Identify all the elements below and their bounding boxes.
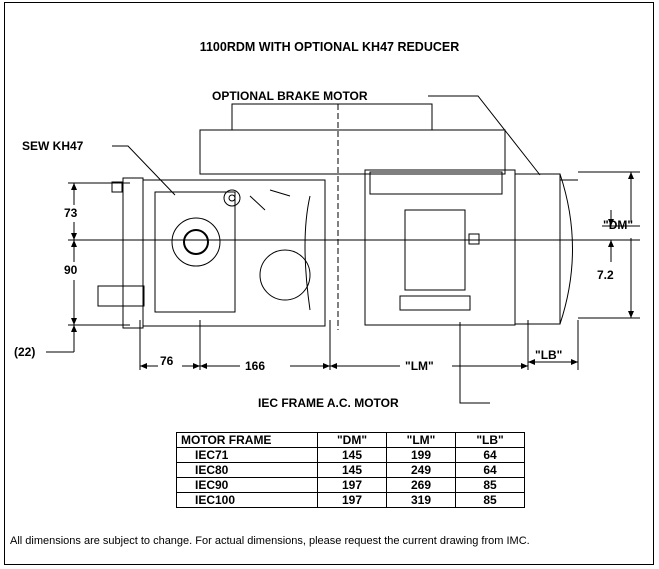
top-housing-cap xyxy=(231,103,433,131)
dim-76: 76 xyxy=(160,354,174,368)
table-cell: 145 xyxy=(317,447,387,463)
assembly-drawing xyxy=(46,95,640,404)
dim-166: 166 xyxy=(245,359,266,373)
drawing-title: 1100RDM WITH OPTIONAL KH47 REDUCER xyxy=(199,40,460,54)
table-cell: 85 xyxy=(455,477,525,493)
dim-73: 73 xyxy=(64,206,78,220)
brake-motor-body xyxy=(515,173,561,325)
dim-lb: "LB" xyxy=(535,348,563,362)
table-header: "LB" xyxy=(455,432,525,448)
table-row: IEC80 145 249 64 xyxy=(176,462,525,478)
dim-7-2: 7.2 xyxy=(597,268,614,282)
table-cell: 319 xyxy=(386,492,456,508)
table-cell: IEC100 xyxy=(176,492,318,508)
drawing-frame xyxy=(4,2,654,565)
reducer-body xyxy=(142,179,326,327)
table-header-row: MOTOR FRAME "DM" "LM" "LB" xyxy=(176,432,525,448)
reducer-label: SEW KH47 xyxy=(22,139,84,153)
table-cell: 64 xyxy=(455,462,525,478)
table-row: IEC71 145 199 64 xyxy=(176,447,525,463)
top-housing xyxy=(199,129,506,175)
table-cell: 249 xyxy=(386,462,456,478)
table-cell: 197 xyxy=(317,477,387,493)
table-cell: IEC71 xyxy=(176,447,318,463)
table-cell: 85 xyxy=(455,492,525,508)
output-shaft xyxy=(183,229,209,255)
brake-motor-label: OPTIONAL BRAKE MOTOR xyxy=(212,89,368,103)
table-cell: 199 xyxy=(386,447,456,463)
dim-90: 90 xyxy=(64,263,78,277)
table-header: "LM" xyxy=(386,432,456,448)
table-row: IEC90 197 269 85 xyxy=(176,477,525,493)
dim-lm: "LM" xyxy=(405,359,434,373)
table-cell: 145 xyxy=(317,462,387,478)
table-cell: 269 xyxy=(386,477,456,493)
ac-motor-body xyxy=(364,169,516,326)
table-header: "DM" xyxy=(317,432,387,448)
table-header: MOTOR FRAME xyxy=(176,432,318,448)
gear-housing xyxy=(259,249,311,301)
table-cell: IEC80 xyxy=(176,462,318,478)
table-cell: IEC90 xyxy=(176,477,318,493)
dim-dm: "DM" xyxy=(603,218,634,232)
table-cell: 197 xyxy=(317,492,387,508)
dim-22: (22) xyxy=(14,345,36,359)
table-row: IEC100 197 319 85 xyxy=(176,492,525,508)
disclaimer-note: All dimensions are subject to change. Fo… xyxy=(10,535,530,547)
ac-motor-label: IEC FRAME A.C. MOTOR xyxy=(258,396,399,410)
table-cell: 64 xyxy=(455,447,525,463)
motor-frame-table: MOTOR FRAME "DM" "LM" "LB" IEC71 145 199… xyxy=(176,432,525,508)
